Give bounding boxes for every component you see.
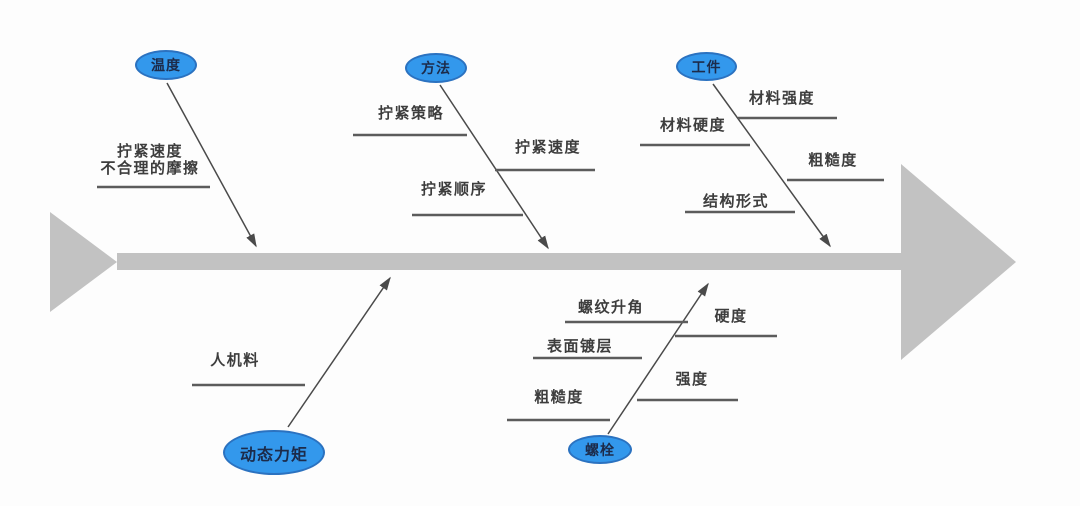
cause-label: 结构形式 <box>702 192 770 210</box>
category-node-dynamic-torque: 动态力矩 <box>223 430 325 475</box>
category-node-workpiece: 工件 <box>676 52 737 81</box>
branch-arrow-dynamic-torque <box>287 276 391 428</box>
branch-arrow-temperature <box>166 82 257 248</box>
cause-label: 表面镀层 <box>546 337 614 355</box>
cause-label: 人机料 <box>210 351 260 369</box>
cause-label: 拧紧策略 <box>377 104 445 122</box>
branch-arrow-bolt <box>607 282 709 435</box>
cause-label: 材料硬度 <box>659 116 727 134</box>
fish-head-arrow <box>901 164 1016 360</box>
cause-label: 粗糙度 <box>808 151 858 169</box>
branch-arrow-workpiece <box>712 83 831 248</box>
cause-label: 硬度 <box>714 307 748 325</box>
category-node-method: 方法 <box>405 53 467 83</box>
cause-label: 螺纹升角 <box>577 298 645 316</box>
cause-label: 强度 <box>675 370 709 388</box>
cause-label: 拧紧速度 <box>514 138 582 156</box>
branch-arrow-method <box>439 84 549 250</box>
fish-tail <box>50 212 117 312</box>
cause-label: 材料强度 <box>748 89 816 107</box>
cause-label: 粗糙度 <box>534 388 584 406</box>
category-node-bolt: 螺栓 <box>568 435 632 464</box>
cause-label: 拧紧速度 不合理的摩擦 <box>100 142 200 178</box>
spine <box>117 253 903 270</box>
cause-label: 拧紧顺序 <box>420 180 488 198</box>
category-node-temperature: 温度 <box>135 50 197 80</box>
